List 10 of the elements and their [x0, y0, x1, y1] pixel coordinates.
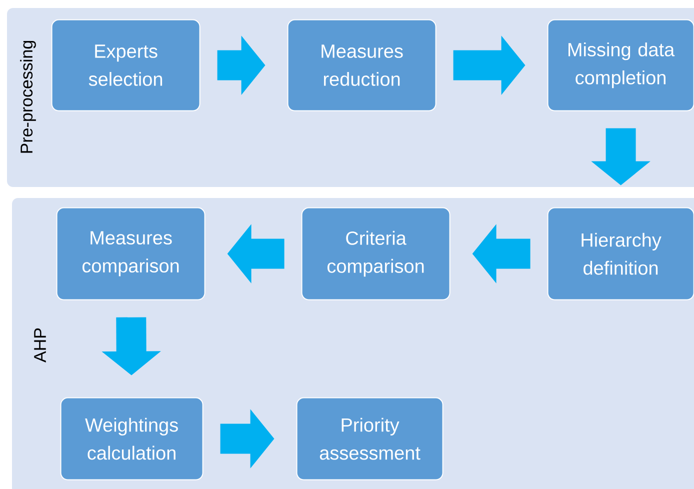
band-label: AHP — [34, 328, 46, 362]
process-box: Measures reduction — [287, 19, 436, 112]
process-box: Hierarchy definition — [547, 207, 694, 300]
process-box: Measures comparison — [56, 207, 206, 300]
process-box: Missing data completion — [547, 19, 694, 112]
process-box: Weightings calculation — [60, 397, 204, 480]
process-box: Criteria comparison — [301, 207, 450, 300]
process-box: Experts selection — [51, 19, 200, 112]
process-box: Priority assessment — [296, 397, 444, 480]
band-label: Pre-processing — [20, 40, 36, 153]
